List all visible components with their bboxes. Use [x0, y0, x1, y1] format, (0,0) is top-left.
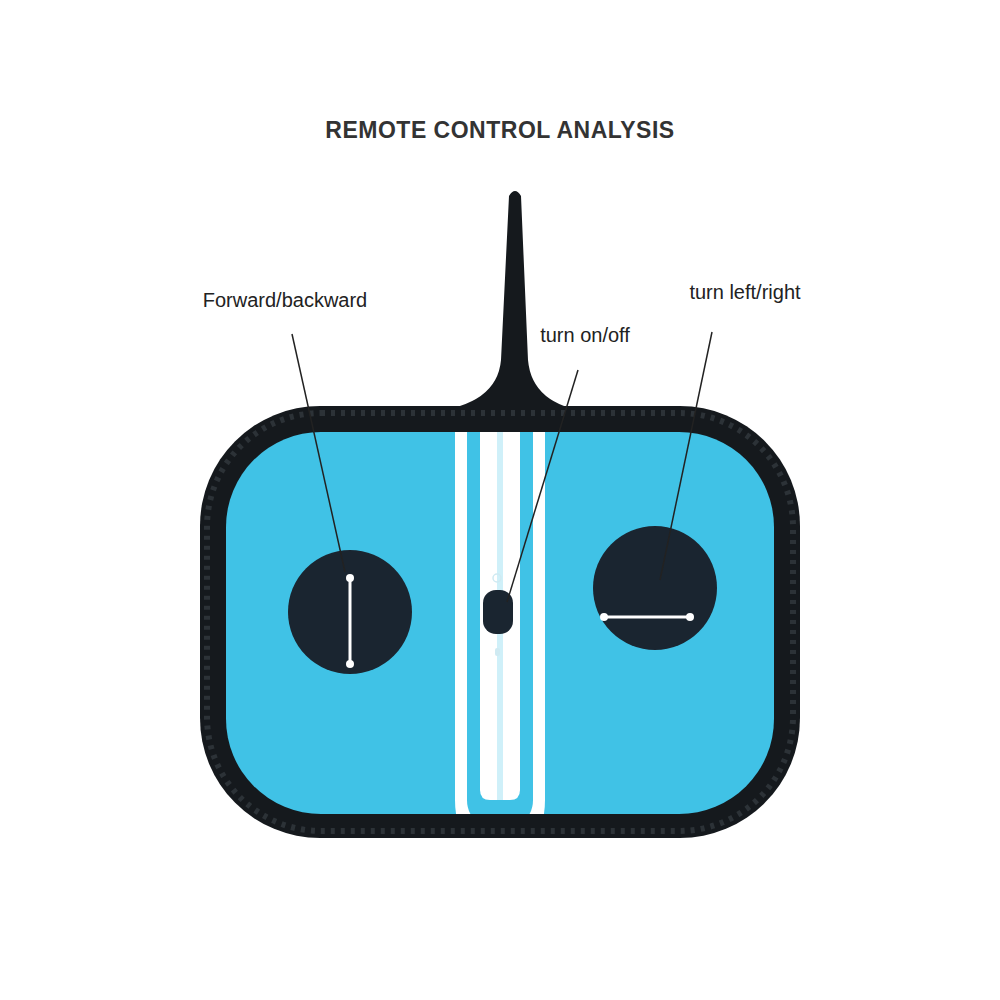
- knob-marker: [349, 578, 352, 664]
- knob-dot: [686, 613, 694, 621]
- leader-line: [507, 370, 578, 602]
- leader-line: [292, 334, 345, 572]
- knob-dot: [346, 660, 354, 668]
- knob-dot: [600, 613, 608, 621]
- knob-marker: [604, 616, 690, 619]
- leader-line: [660, 332, 712, 580]
- diagram-title: REMOTE CONTROL ANALYSIS: [325, 117, 674, 144]
- antenna: [430, 191, 590, 412]
- callout-label: Forward/backward: [203, 289, 368, 312]
- callout-label: turn on/off: [540, 324, 630, 347]
- remote-face: [226, 432, 774, 814]
- switch-mark: [495, 648, 500, 656]
- right-knob: [593, 526, 717, 650]
- face-stripes: [455, 432, 545, 814]
- stripe: [455, 432, 475, 814]
- power-indicator: [493, 574, 501, 582]
- knob-dot: [346, 574, 354, 582]
- remote-body: [200, 406, 800, 838]
- left-knob: [288, 550, 412, 674]
- grip-texture: [207, 413, 793, 831]
- callout-label: turn left/right: [689, 281, 800, 304]
